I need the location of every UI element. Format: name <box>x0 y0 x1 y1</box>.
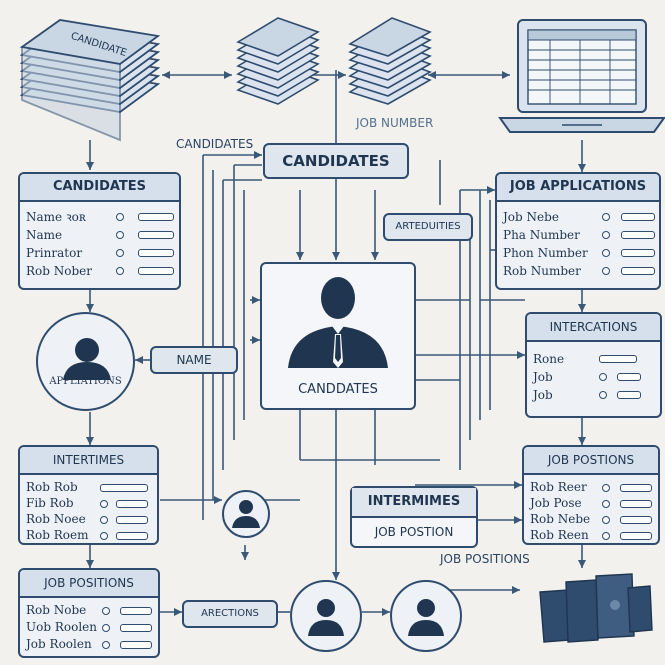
interviewer-node[interactable] <box>222 490 270 538</box>
list-item: Job Roolen <box>20 636 158 653</box>
laptop-icon <box>498 19 665 133</box>
arections-node-label: ARECTIONS <box>201 608 259 619</box>
job-postions-card[interactable]: JOB POSTIONS Rob Reer Job Pose Rob Nebe … <box>522 445 660 545</box>
list-item: Rob Roem <box>20 527 157 543</box>
name-node[interactable]: NAME <box>150 346 238 374</box>
list-item: Prinrator <box>20 244 179 262</box>
name-node-label: NAME <box>176 353 212 367</box>
candidates-free-label: CANDIDATES <box>176 137 254 151</box>
candidates-card[interactable]: CANDIDATES Name ꝛoʀ Name Prinrator Rob N… <box>18 172 181 290</box>
list-item: Fib Rob <box>20 495 157 511</box>
list-item: Rone <box>527 350 660 368</box>
job-positions-card-title: JOB POSITIONS <box>20 570 158 598</box>
list-item: Rob Nobe <box>20 602 158 619</box>
list-item: Rob Reer <box>524 479 658 495</box>
list-item: Rob Rob <box>20 479 157 495</box>
candidate-stack-icon: CANDIDATE <box>19 19 161 142</box>
job-positions-free-label: JOB POSITIONS <box>440 552 530 566</box>
job-applications-card-title: JOB APPLICATIONS <box>497 174 659 202</box>
candidate-node-bottom-1[interactable] <box>290 580 362 652</box>
candidates-card-title: CANDIDATES <box>20 174 179 202</box>
job-postions-card-title: JOB POSTIONS <box>524 447 658 475</box>
list-item: Rob Number <box>497 262 659 280</box>
list-item: Job <box>527 368 660 386</box>
list-item: Uob Roolen <box>20 619 158 636</box>
applications-node[interactable]: APPLIATIONS <box>36 312 135 411</box>
artedities-node[interactable]: ARTEDUITIES <box>383 213 473 241</box>
documents-icon <box>539 573 653 643</box>
candidates-node-label: CANDIDATES <box>282 152 390 170</box>
list-item: Rob Noee <box>20 511 157 527</box>
candidates-node[interactable]: CANDIDATES <box>263 143 409 179</box>
folder-stack-icon <box>348 17 432 105</box>
intertimes-card[interactable]: INTERTIMES Rob Rob Fib Rob Rob Noee Rob … <box>18 445 159 545</box>
list-item: Job Nebe <box>497 208 659 226</box>
central-candidate-label: CANDDATES <box>298 382 378 397</box>
applications-node-label: APPLIATIONS <box>49 376 122 387</box>
central-candidate-card[interactable]: CANDDATES <box>260 262 416 410</box>
list-item: Name ꝛoʀ <box>20 208 179 226</box>
list-item: Rob Nebe <box>524 511 658 527</box>
user-avatar-icon <box>288 277 388 368</box>
intermimes-card[interactable]: INTERMIMES JOB POSTION <box>350 486 478 548</box>
job-positions-card[interactable]: JOB POSITIONS Rob Nobe Uob Roolen Job Ro… <box>18 568 160 658</box>
person-icon <box>308 599 344 636</box>
list-item: Rob Nober <box>20 262 179 280</box>
list-item: Job Pose <box>524 495 658 511</box>
candidate-node-bottom-2[interactable] <box>390 580 462 652</box>
document-stack-icon <box>236 17 320 105</box>
list-item: Phon Number <box>497 244 659 262</box>
artedities-node-label: ARTEDUITIES <box>395 221 461 232</box>
intercations-card[interactable]: INTERCATIONS Rone Job Job <box>525 312 662 418</box>
list-item: Rob Reen <box>524 527 658 543</box>
list-item: Name <box>20 226 179 244</box>
intercations-card-title: INTERCATIONS <box>527 314 660 342</box>
list-item: Job <box>527 386 660 404</box>
intertimes-card-title: INTERTIMES <box>20 447 157 475</box>
person-icon <box>63 338 111 380</box>
intermimes-card-title: INTERMIMES <box>352 488 476 518</box>
person-icon <box>408 599 444 636</box>
job-number-label: JOB NUMBER <box>356 116 434 130</box>
person-icon <box>232 500 260 528</box>
arections-node[interactable]: ARECTIONS <box>182 600 278 628</box>
list-item: Pha Number <box>497 226 659 244</box>
job-applications-card[interactable]: JOB APPLICATIONS Job Nebe Pha Number Pho… <box>495 172 661 290</box>
job-position-label: JOB POSTION <box>374 525 454 539</box>
